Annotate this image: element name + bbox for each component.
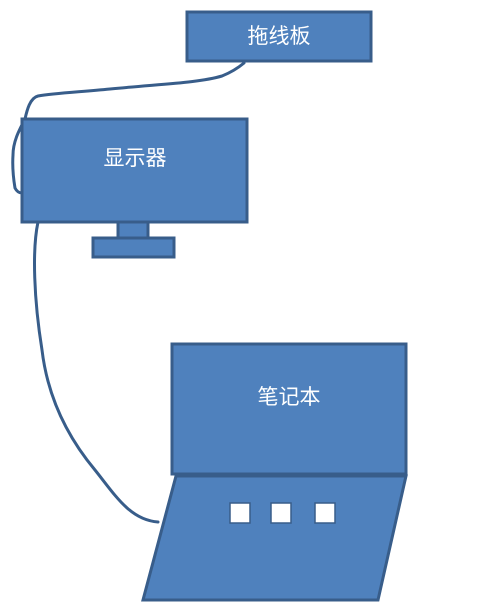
power-strip: 拖线板 [185, 10, 373, 63]
laptop-keyboard-deck [141, 474, 408, 602]
laptop-key [270, 502, 292, 524]
monitor: 显示器 [20, 117, 249, 259]
power-strip-label: 拖线板 [248, 24, 311, 48]
power-cable [11, 61, 246, 195]
laptop: 笔记本 [141, 342, 408, 602]
laptop-key [314, 502, 336, 524]
laptop-key [229, 502, 251, 524]
monitor-label: 显示器 [104, 146, 167, 170]
video-cable [33, 220, 160, 524]
monitor-screen [20, 117, 249, 224]
power-strip-box [185, 10, 373, 63]
monitor-base [91, 236, 176, 259]
laptop-label: 笔记本 [258, 385, 321, 409]
monitor-neck [116, 219, 150, 241]
laptop-screen [170, 342, 408, 476]
